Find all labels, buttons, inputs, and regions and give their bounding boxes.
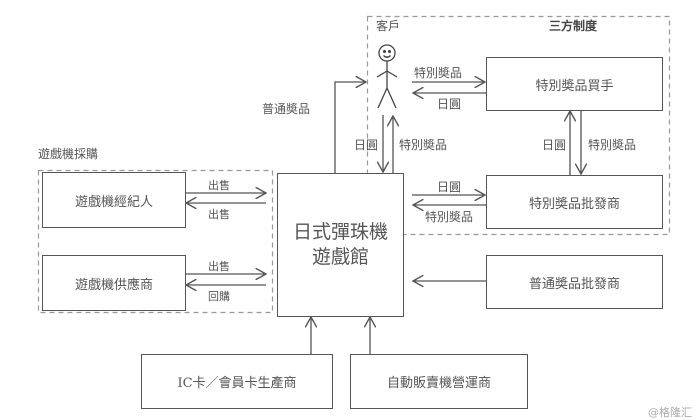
pachinko-parlor-line2: 遊戲館 — [311, 246, 369, 268]
three-party-group — [366, 15, 671, 236]
pachinko-parlor-line1: 日式彈珠機 — [292, 221, 388, 244]
label-buyer-to-customer: 日圓 — [437, 97, 462, 111]
label-wholesaler-buyer-prize: 特別奬品 — [588, 138, 637, 152]
watermark: @格隆汇 — [648, 406, 692, 419]
label-buyer-wholesaler-yen: 日圓 — [542, 138, 567, 152]
label-main-to-customer: 特別奬品 — [399, 138, 448, 152]
vending-operator-node: 自動販賣機營運商 — [350, 354, 528, 409]
label-regular-prize: 普通奬品 — [262, 102, 311, 116]
special-prize-buyer-node: 特別奬品買手 — [486, 57, 663, 111]
label-supplier-buyback: 回購 — [208, 290, 230, 303]
label-broker-sell-back: 出售 — [208, 208, 230, 221]
regular-prize-wholesaler-node: 普通奬品批發商 — [486, 255, 663, 309]
procurement-title: 遊戲機採購 — [38, 147, 99, 161]
label-broker-sell: 出售 — [208, 179, 230, 192]
label-customer-to-buyer: 特別奬品 — [414, 66, 463, 80]
three-party-title: 三方制度 — [549, 19, 598, 33]
label-main-to-wholesaler: 日圓 — [437, 180, 462, 194]
label-wholesaler-to-main: 特別奬品 — [425, 210, 474, 224]
label-supplier-sell: 出售 — [208, 260, 230, 273]
arrow-regular-prize — [334, 82, 366, 173]
game-machine-broker-node: 遊戲機經紀人 — [42, 172, 186, 228]
pachinko-parlor-node: 日式彈珠機 遊戲館 — [277, 173, 404, 317]
procurement-group — [37, 169, 274, 314]
game-machine-supplier-node: 遊戲機供應商 — [42, 255, 186, 311]
ic-card-manufacturer-node: IC卡／會員卡生產商 — [141, 354, 333, 409]
special-prize-wholesaler-node: 特別奬品批發商 — [486, 175, 663, 229]
label-customer-to-main: 日圓 — [354, 138, 379, 152]
customer-label: 客戶 — [376, 19, 401, 33]
customer-icon — [376, 44, 398, 109]
